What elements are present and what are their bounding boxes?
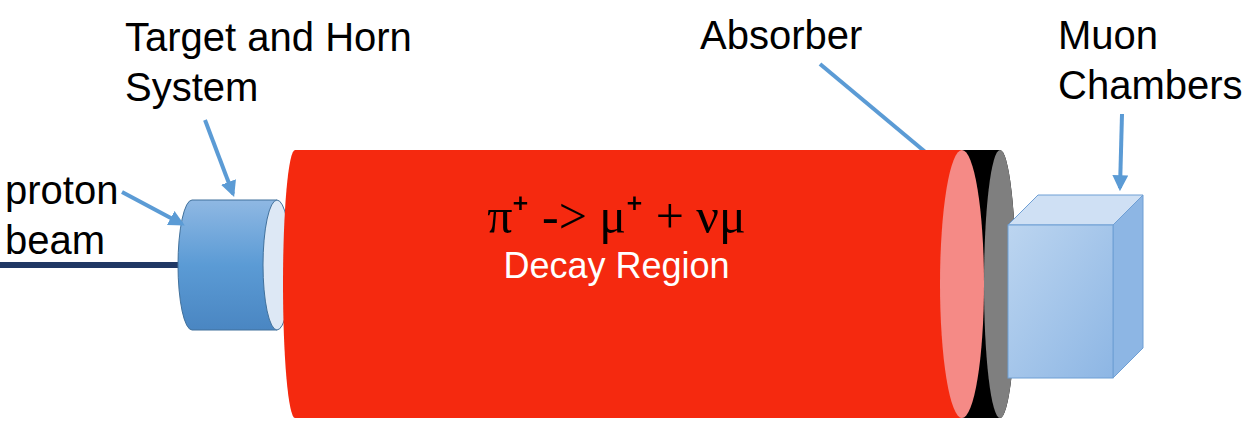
- leader-arrow: [122, 192, 182, 224]
- part-label: Absorber: [700, 10, 920, 60]
- leader-arrow: [1120, 114, 1122, 188]
- target-cylinder: [178, 200, 277, 330]
- muon-box-front: [1008, 225, 1113, 378]
- part-label: Muon Chambers: [1058, 10, 1250, 110]
- decay-region: π⁺ -> μ⁺ + νμDecay Region: [283, 150, 990, 418]
- text-holder: π⁺ -> μ⁺ + νμDecay Region: [283, 188, 950, 288]
- muon-box-side: [1113, 195, 1143, 378]
- part-label: Target and Horn System: [125, 12, 465, 112]
- leader-arrow: [205, 120, 233, 194]
- beam-line: [0, 262, 182, 268]
- cylinder-body: [283, 150, 962, 418]
- cylinder-face: [940, 150, 984, 418]
- decay-formula: π⁺ -> μ⁺ + νμ: [283, 188, 950, 244]
- part-label: proton beam: [5, 165, 155, 265]
- region-name: Decay Region: [283, 244, 950, 288]
